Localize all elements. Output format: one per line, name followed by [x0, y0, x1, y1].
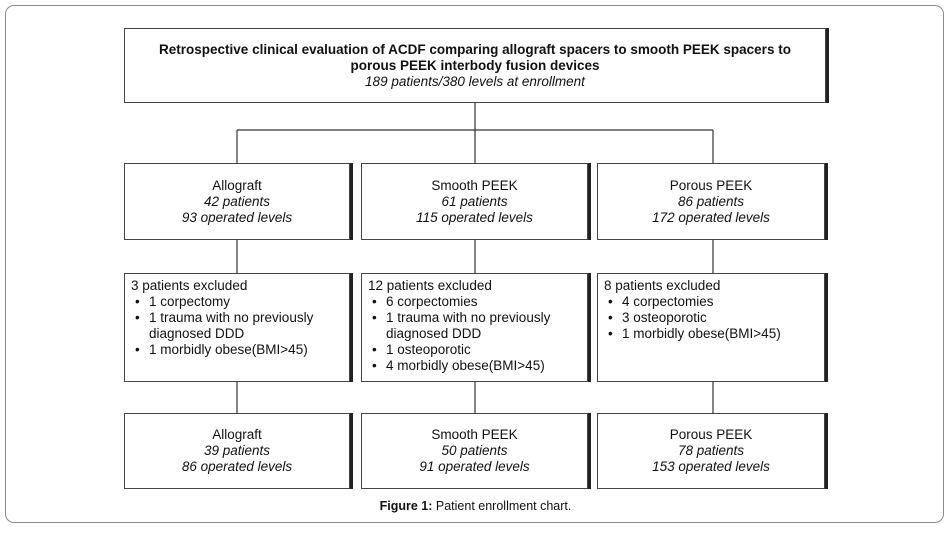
exclusion-item: 1 morbidly obese(BMI>45)	[131, 342, 343, 358]
group-patients: 86 patients	[677, 193, 745, 209]
exclusion-item: 1 osteoporotic	[368, 342, 581, 358]
final-levels: 91 operated levels	[419, 459, 530, 474]
final-box-smooth-peek: Smooth PEEK 50 patients 91 operated leve…	[361, 413, 588, 489]
final-group-name: Smooth PEEK	[431, 427, 518, 442]
exclusion-item: 3 osteoporotic	[604, 310, 818, 326]
exclusion-box-smooth-peek: 12 patients excluded 6 corpectomies 1 tr…	[361, 273, 588, 382]
final-group-name: Allograft	[212, 427, 262, 442]
exclusion-box-allograft: 3 patients excluded 1 corpectomy 1 traum…	[124, 273, 350, 382]
group-levels: 115 operated levels	[416, 209, 533, 225]
exclusion-list: 1 corpectomy 1 trauma with no previously…	[131, 294, 343, 358]
group-levels: 172 operated levels	[652, 209, 770, 225]
exclusion-item: 1 trauma with no previously diagnosed DD…	[131, 310, 343, 342]
exclusion-item: 6 corpectomies	[368, 294, 581, 310]
group-box-porous-peek: Porous PEEK 86 patients 172 operated lev…	[597, 163, 825, 240]
final-box-allograft: Allograft 39 patients 86 operated levels	[124, 413, 350, 489]
final-group-name: Porous PEEK	[669, 427, 753, 442]
final-levels: 86 operated levels	[181, 459, 293, 474]
exclusion-item: 1 morbidly obese(BMI>45)	[604, 326, 818, 342]
caption-text: Patient enrollment chart.	[432, 499, 572, 513]
final-box-porous-peek: Porous PEEK 78 patients 153 operated lev…	[597, 413, 825, 489]
group-patients: 61 patients	[441, 193, 508, 209]
figure-frame	[5, 5, 944, 523]
group-patients: 42 patients	[203, 193, 271, 209]
final-patients: 78 patients	[677, 443, 745, 458]
group-levels: 93 operated levels	[181, 209, 293, 225]
diagram-title: Retrospective clinical evaluation of ACD…	[159, 41, 791, 73]
exclusion-header: 12 patients excluded	[368, 278, 492, 293]
exclusion-item: 1 trauma with no previously diagnosed DD…	[368, 310, 581, 342]
exclusion-list: 4 corpectomies 3 osteoporotic 1 morbidly…	[604, 294, 818, 342]
exclusion-header: 8 patients excluded	[604, 278, 721, 293]
exclusion-list: 6 corpectomies 1 trauma with no previous…	[368, 294, 581, 374]
figure-caption: Figure 1: Patient enrollment chart.	[0, 499, 951, 513]
group-box-allograft: Allograft 42 patients 93 operated levels	[124, 163, 350, 240]
exclusion-item: 4 corpectomies	[604, 294, 818, 310]
final-patients: 39 patients	[203, 443, 271, 458]
exclusion-item: 4 morbidly obese(BMI>45)	[368, 358, 581, 374]
group-name: Allograft	[212, 177, 262, 193]
caption-label: Figure 1:	[379, 499, 433, 513]
final-levels: 153 operated levels	[652, 459, 770, 474]
title-box: Retrospective clinical evaluation of ACD…	[124, 28, 826, 103]
final-patients: 50 patients	[441, 443, 508, 458]
exclusion-item: 1 corpectomy	[131, 294, 343, 310]
group-box-smooth-peek: Smooth PEEK 61 patients 115 operated lev…	[361, 163, 588, 240]
group-name: Smooth PEEK	[431, 177, 518, 193]
exclusion-box-porous-peek: 8 patients excluded 4 corpectomies 3 ost…	[597, 273, 825, 382]
exclusion-header: 3 patients excluded	[131, 278, 248, 293]
enrollment-summary: 189 patients/380 levels at enrollment	[365, 73, 585, 89]
group-name: Porous PEEK	[669, 177, 753, 193]
